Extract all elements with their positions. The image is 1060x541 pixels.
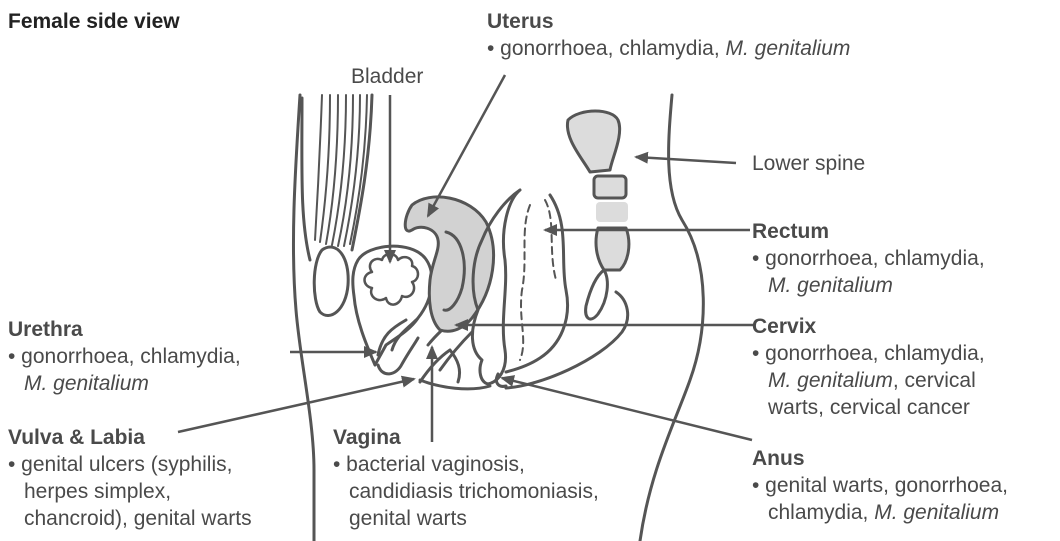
- cervix-line-3: warts, cervical cancer: [752, 394, 985, 421]
- vulva-line-2: herpes simplex,: [8, 478, 252, 505]
- vulva-heading: Vulva & Labia: [8, 424, 252, 451]
- cervix-heading: Cervix: [752, 313, 985, 340]
- uterus: [405, 197, 493, 331]
- rectum-line-2-italic: M. genitalium: [768, 274, 893, 297]
- cervix-line-2: M. genitalium, cervical: [752, 367, 985, 394]
- page-title: Female side view: [8, 10, 180, 34]
- rectum-line-1: • gonorrhoea, chlamydia,: [752, 245, 985, 272]
- vagina-line-3: genital warts: [333, 505, 599, 532]
- uterus-pointer: [428, 75, 505, 216]
- anus-heading: Anus: [752, 445, 1008, 472]
- rectum-line-2: M. genitalium: [752, 272, 985, 299]
- uterus-label: Uterus • gonorrhoea, chlamydia, M. genit…: [487, 8, 850, 62]
- abdominal-muscle-lines: [315, 95, 367, 246]
- vagina-label: Vagina • bacterial vaginosis, candidiasi…: [333, 424, 599, 532]
- cervix-line-1: • gonorrhoea, chlamydia,: [752, 340, 985, 367]
- uterus-line-1: • gonorrhoea, chlamydia, M. genitalium: [487, 35, 850, 62]
- uterus-heading: Uterus: [487, 8, 850, 35]
- lower-spine-label: Lower spine: [752, 150, 865, 177]
- urethra-line-2: M. genitalium: [8, 370, 241, 397]
- uterus-line-1-italic: M. genitalium: [726, 37, 851, 60]
- back-body-outline: [640, 95, 703, 541]
- urethra-label: Urethra • gonorrhoea, chlamydia, M. geni…: [8, 316, 241, 397]
- anus-line-2: chlamydia, M. genitalium: [752, 499, 1008, 526]
- urethra-heading: Urethra: [8, 316, 241, 343]
- anus-line-2-italic: M. genitalium: [874, 501, 999, 524]
- vulva-line-1: • genital ulcers (syphilis,: [8, 451, 252, 478]
- coccyx: [586, 270, 608, 319]
- cervix-line-2-text: , cervical: [893, 369, 976, 392]
- vulva-line-3: chancroid), genital warts: [8, 505, 252, 532]
- lower-spine: [567, 111, 628, 270]
- colon-folds: [520, 200, 556, 360]
- lower-spine-pointer: [636, 157, 736, 163]
- urethra-line-1: • gonorrhoea, chlamydia,: [8, 343, 241, 370]
- cervix-label: Cervix • gonorrhoea, chlamydia, M. genit…: [752, 313, 985, 421]
- anus-label: Anus • genital warts, gonorrhoea, chlamy…: [752, 445, 1008, 526]
- urethra-line-2-italic: M. genitalium: [24, 372, 149, 395]
- uterus-line-1-text: • gonorrhoea, chlamydia,: [487, 37, 726, 60]
- vagina-line-2: candidiasis trichomoniasis,: [333, 478, 599, 505]
- bladder-label: Bladder: [351, 63, 423, 90]
- rectum-label: Rectum • gonorrhoea, chlamydia, M. genit…: [752, 218, 985, 299]
- vagina-heading: Vagina: [333, 424, 599, 451]
- rectum-heading: Rectum: [752, 218, 985, 245]
- vulva-label: Vulva & Labia • genital ulcers (syphilis…: [8, 424, 252, 532]
- anus-line-1: • genital warts, gonorrhoea,: [752, 472, 1008, 499]
- vagina-line-1: • bacterial vaginosis,: [333, 451, 599, 478]
- front-body-outline: [293, 95, 314, 541]
- pubic-bone: [314, 247, 348, 316]
- cervix-line-2-italic: M. genitalium: [768, 369, 893, 392]
- rectum-wall: [506, 195, 568, 372]
- anus-line-2-text: chlamydia,: [768, 501, 874, 524]
